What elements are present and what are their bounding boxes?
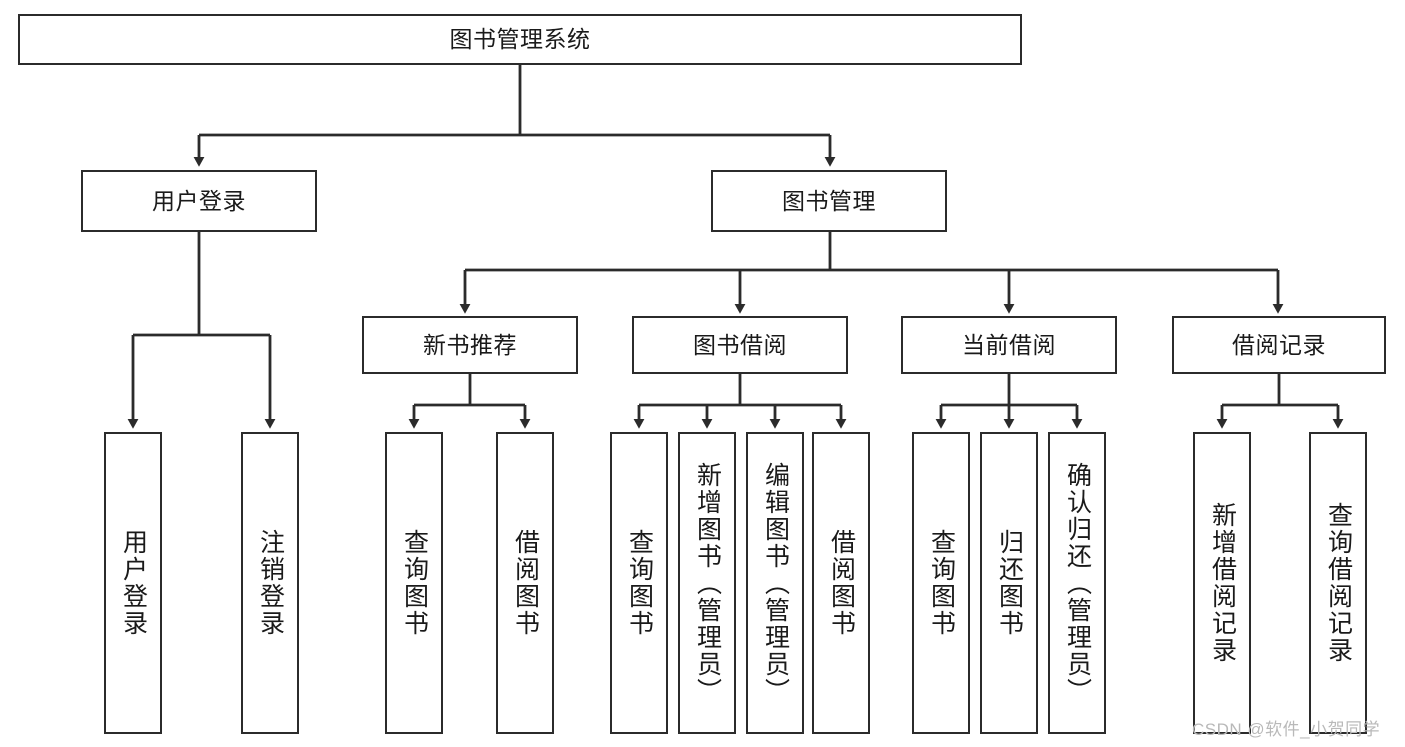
- leaf-add-borrow-record[interactable]: 新增借阅记录: [1193, 432, 1251, 734]
- node-label: 查询借阅记录: [1324, 502, 1353, 664]
- node-label: 图书管理系统: [449, 26, 591, 52]
- leaf-add-book-admin[interactable]: 新增图书（管理员）: [678, 432, 736, 734]
- node-current-borrow[interactable]: 当前借阅: [901, 316, 1117, 374]
- node-book-management[interactable]: 图书管理: [711, 170, 947, 232]
- node-label: 新书推荐: [423, 331, 517, 358]
- node-label: 编辑图书（管理员）: [761, 461, 790, 705]
- leaf-edit-book-admin[interactable]: 编辑图书（管理员）: [746, 432, 804, 734]
- node-label: 查询图书: [400, 529, 429, 637]
- node-label: 当前借阅: [962, 331, 1056, 358]
- node-label: 借阅图书: [827, 529, 856, 637]
- leaf-query-borrow-record[interactable]: 查询借阅记录: [1309, 432, 1367, 734]
- node-label: 图书借阅: [693, 331, 787, 358]
- node-label: 借阅图书: [511, 529, 540, 637]
- leaf-confirm-return-admin[interactable]: 确认归还（管理员）: [1048, 432, 1106, 734]
- node-new-book-recommend[interactable]: 新书推荐: [362, 316, 578, 374]
- csdn-watermark: CSDN @软件_小贺同学: [1192, 720, 1381, 739]
- leaf-borrow-book-borrow[interactable]: 借阅图书: [812, 432, 870, 734]
- node-label: 归还图书: [995, 529, 1024, 637]
- node-label: 新增借阅记录: [1208, 502, 1237, 664]
- node-label: 借阅记录: [1232, 331, 1326, 358]
- node-label: 新增图书（管理员）: [693, 461, 722, 705]
- leaf-query-book-borrow[interactable]: 查询图书: [610, 432, 668, 734]
- node-label: 用户登录: [152, 187, 246, 214]
- node-label: 图书管理: [782, 187, 876, 214]
- leaf-logout-login[interactable]: 注销登录: [241, 432, 299, 734]
- node-user-login[interactable]: 用户登录: [81, 170, 317, 232]
- node-label: 查询图书: [927, 529, 956, 637]
- leaf-query-book-new-recommend[interactable]: 查询图书: [385, 432, 443, 734]
- leaf-user-login[interactable]: 用户登录: [104, 432, 162, 734]
- node-label: 用户登录: [119, 529, 148, 637]
- node-book-borrow[interactable]: 图书借阅: [632, 316, 848, 374]
- node-label: 确认归还（管理员）: [1063, 461, 1092, 705]
- leaf-borrow-book-new-recommend[interactable]: 借阅图书: [496, 432, 554, 734]
- node-label: 查询图书: [625, 529, 654, 637]
- node-borrow-record[interactable]: 借阅记录: [1172, 316, 1386, 374]
- leaf-query-book-current[interactable]: 查询图书: [912, 432, 970, 734]
- leaf-return-book[interactable]: 归还图书: [980, 432, 1038, 734]
- node-label: 注销登录: [256, 529, 285, 637]
- node-root-book-management-system[interactable]: 图书管理系统: [18, 14, 1022, 65]
